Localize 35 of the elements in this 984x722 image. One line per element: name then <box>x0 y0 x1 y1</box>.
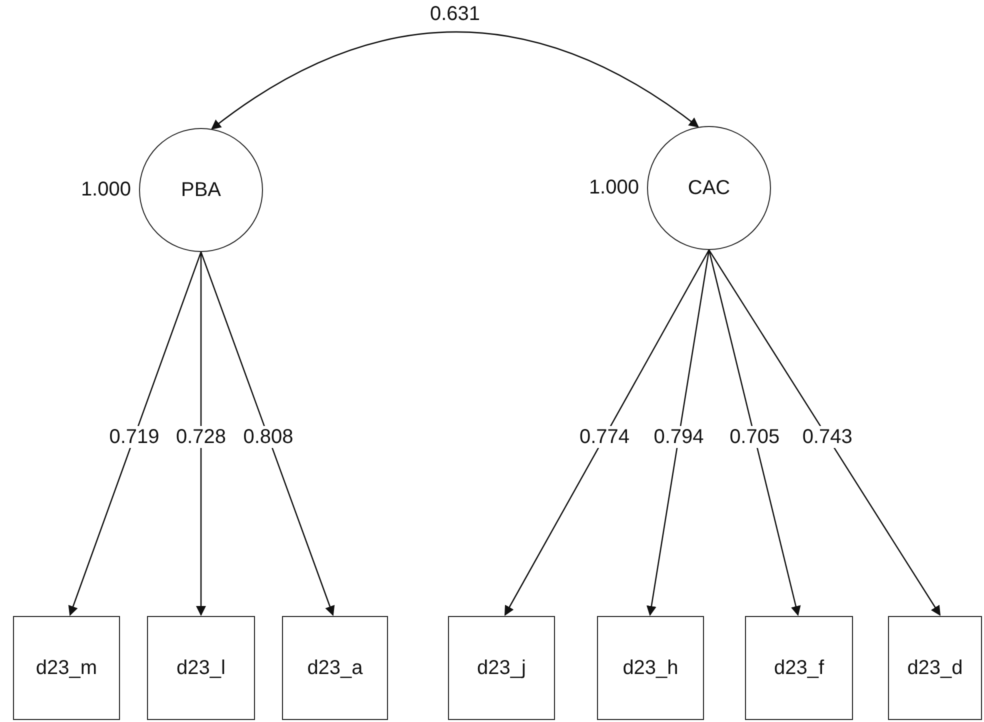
observed-variable-box <box>282 616 388 720</box>
node-label: d23_f <box>774 656 824 680</box>
arrow <box>708 250 801 616</box>
latent-variable-circle <box>647 126 771 250</box>
arrow <box>708 250 941 616</box>
observed-variable-box <box>147 616 255 720</box>
node-label: d23_d <box>907 656 963 680</box>
arrow <box>196 252 206 616</box>
edge-label: 0.774 <box>578 426 631 448</box>
arrow <box>210 31 700 130</box>
arrow <box>646 250 710 616</box>
node-label: d23_m <box>36 656 98 680</box>
edge-label: 0.808 <box>242 426 294 448</box>
arrow <box>504 250 710 616</box>
observed-variable-box <box>597 616 704 720</box>
observed-variable-box <box>13 616 120 720</box>
node-label: d23_j <box>477 656 526 680</box>
node-label: d23_a <box>307 656 363 680</box>
arrow <box>68 252 202 616</box>
node-label: d23_h <box>622 656 678 680</box>
observed-variable-box <box>448 616 555 720</box>
node-label: PBA <box>180 178 222 202</box>
node-label: CAC <box>688 176 730 200</box>
edge-label: 0.743 <box>801 426 854 448</box>
observed-variable-box <box>745 616 853 720</box>
latent-variable-circle <box>139 128 263 252</box>
edge-label: 0.705 <box>728 426 781 448</box>
node-label: d23_l <box>176 656 226 680</box>
edge-label: 0.794 <box>652 426 705 448</box>
observed-variable-box <box>888 616 982 720</box>
edge-label: 0.728 <box>174 426 228 448</box>
edge-label: 0.719 <box>108 426 160 448</box>
variance-label: 1.000 <box>588 176 639 200</box>
arrow <box>200 252 335 616</box>
variance-label: 1.000 <box>80 178 131 202</box>
